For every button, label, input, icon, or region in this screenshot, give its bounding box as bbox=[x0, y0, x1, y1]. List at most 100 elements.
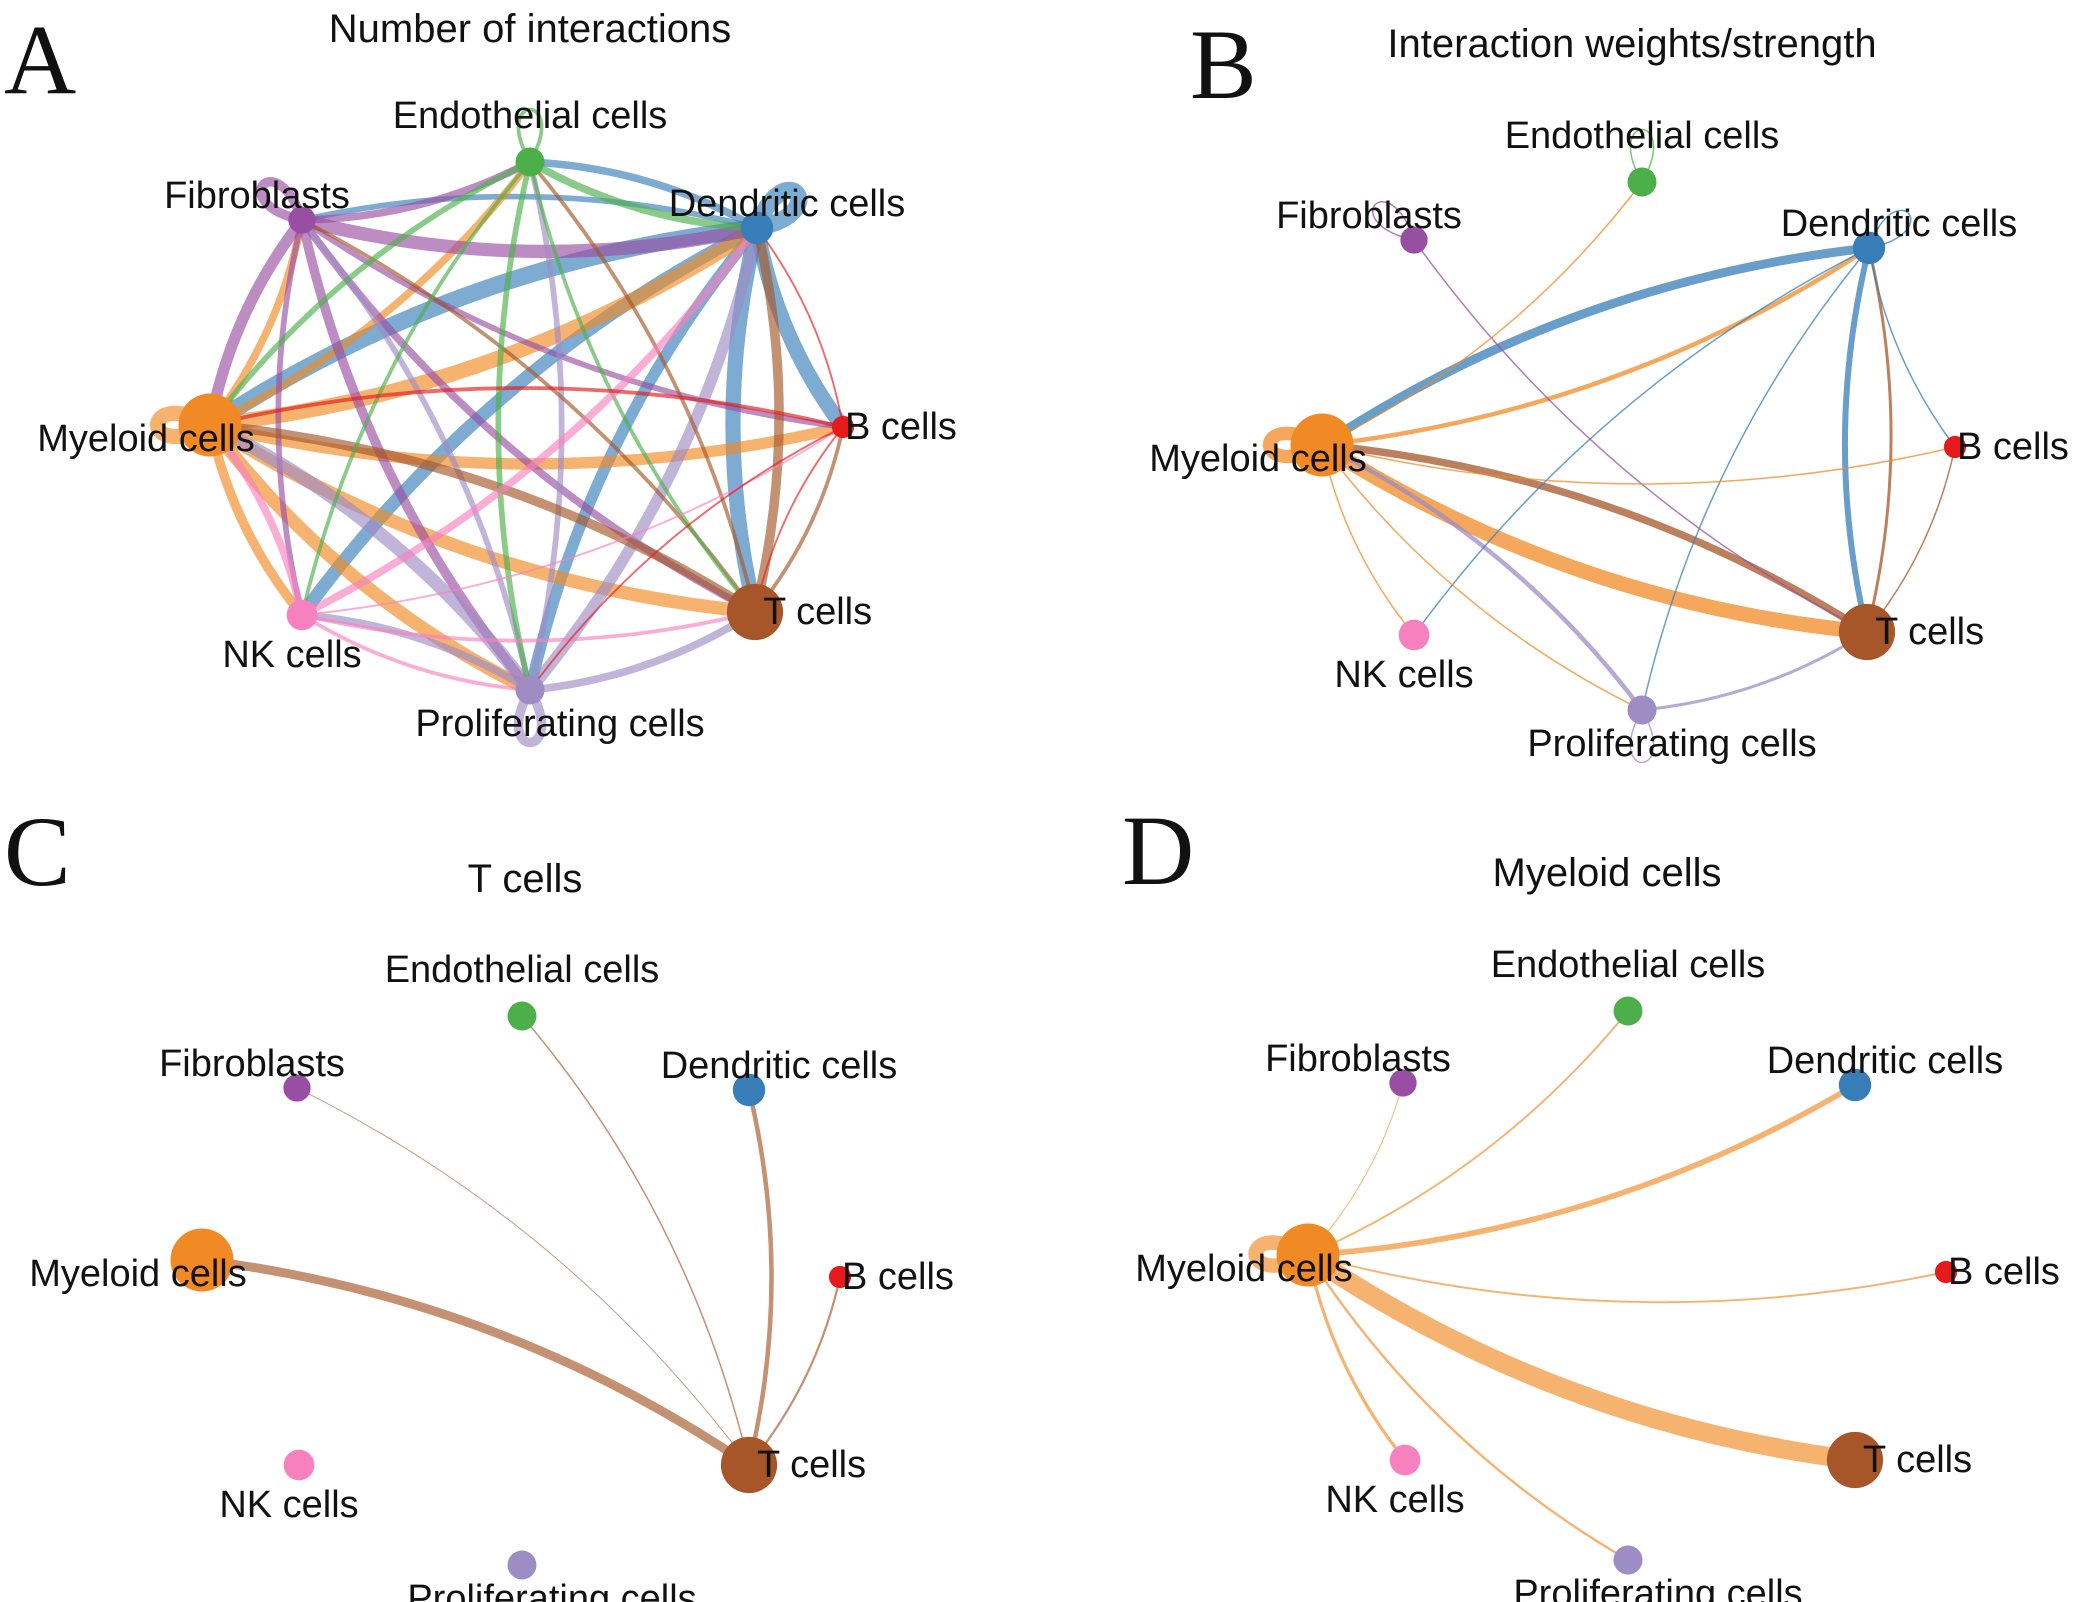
node-label-nk: NK cells bbox=[1325, 1479, 1464, 1521]
panel-letter: C bbox=[4, 796, 71, 907]
node-myeloid bbox=[1290, 413, 1354, 477]
edge-dc-to-prolif bbox=[1641, 247, 1870, 711]
node-dc bbox=[740, 211, 774, 245]
edge-myeloid-to-b bbox=[1321, 444, 1956, 485]
node-label-t: T cells bbox=[1863, 1439, 1972, 1481]
edge-dc-to-endo bbox=[526, 158, 761, 232]
edge-t-to-endo bbox=[528, 160, 757, 614]
panel-title: Myeloid cells bbox=[1493, 851, 1722, 895]
node-label-b: B cells bbox=[845, 406, 957, 448]
node-fib bbox=[1400, 226, 1428, 254]
node-label-fib: Fibroblasts bbox=[159, 1043, 345, 1085]
edge-t-to-dc bbox=[750, 223, 784, 617]
node-label-dc: Dendritic cells bbox=[669, 183, 906, 225]
edge-myeloid-to-t bbox=[1314, 437, 1875, 640]
edge-endo-to-nk bbox=[300, 160, 532, 617]
node-endo bbox=[1613, 996, 1643, 1026]
node-endo bbox=[1627, 167, 1657, 197]
node-myeloid bbox=[170, 1228, 234, 1292]
node-nk bbox=[286, 599, 318, 631]
node-myeloid bbox=[178, 393, 242, 457]
edge-dc-to-myeloid bbox=[1317, 243, 1874, 450]
edge-myeloid-to-prolif bbox=[1321, 444, 1643, 711]
node-label-endo: Endothelial cells bbox=[385, 949, 660, 991]
edge-t-to-b bbox=[1866, 446, 1956, 633]
node-t bbox=[720, 1436, 778, 1494]
node-nk bbox=[1389, 1444, 1421, 1476]
node-label-myeloid: Myeloid cells bbox=[1149, 438, 1367, 480]
edge-t-to-myeloid bbox=[205, 420, 760, 617]
panel-letter: D bbox=[1122, 795, 1194, 906]
node-t bbox=[1838, 603, 1896, 661]
node-label-prolif: Proliferating cells bbox=[407, 1578, 696, 1602]
node-label-b: B cells bbox=[1957, 426, 2069, 468]
edges bbox=[1248, 1010, 1947, 1562]
edge-fib-to-fib bbox=[1372, 201, 1415, 241]
edges bbox=[197, 1015, 842, 1470]
edge-endo-to-myeloid bbox=[207, 159, 533, 428]
node-label-nk: NK cells bbox=[222, 634, 361, 676]
node-nk bbox=[283, 1449, 315, 1481]
node-label-fib: Fibroblasts bbox=[1276, 195, 1462, 237]
edge-prolif-to-dc bbox=[524, 222, 763, 696]
edge-t-to-myeloid bbox=[197, 1255, 754, 1470]
edge-nk-to-prolif bbox=[300, 613, 532, 692]
panel-letter: A bbox=[4, 4, 76, 115]
edge-t-to-b bbox=[747, 1275, 842, 1467]
edge-myeloid-to-prolif bbox=[1306, 1253, 1630, 1562]
edge-endo-to-dc bbox=[526, 158, 761, 232]
nodes bbox=[178, 147, 855, 705]
node-label-prolif: Proliferating cells bbox=[1513, 1573, 1802, 1602]
edge-endo-to-prolif bbox=[495, 159, 533, 693]
edge-fib-to-t bbox=[1413, 239, 1868, 633]
edge-dc-to-b bbox=[1868, 247, 1956, 448]
edge-prolif-to-t bbox=[526, 608, 759, 694]
edge-fib-to-dc bbox=[295, 213, 764, 259]
node-label-b: B cells bbox=[1948, 1251, 2060, 1293]
edge-myeloid-to-dc bbox=[202, 220, 765, 433]
node-fib bbox=[283, 1074, 311, 1102]
node-label-b: B cells bbox=[842, 1256, 954, 1298]
node-label-nk: NK cells bbox=[1334, 654, 1473, 696]
edge-myeloid-to-dc bbox=[1305, 1082, 1858, 1258]
nodes bbox=[1290, 167, 1967, 725]
edge-b-to-prolif bbox=[529, 426, 844, 691]
panel-letter: B bbox=[1190, 9, 1257, 120]
edge-endo-to-endo bbox=[516, 107, 544, 164]
node-label-endo: Endothelial cells bbox=[1505, 115, 1780, 157]
node-label-t: T cells bbox=[763, 591, 872, 633]
node-label-prolif: Proliferating cells bbox=[415, 703, 704, 745]
node-dc bbox=[1852, 231, 1886, 265]
edge-t-to-endo bbox=[521, 1015, 750, 1466]
edge-prolif-to-prolif bbox=[1629, 709, 1655, 764]
node-b bbox=[1934, 1260, 1958, 1284]
edge-t-to-fib bbox=[296, 1087, 750, 1466]
edge-fib-to-fib bbox=[256, 177, 307, 225]
node-prolif bbox=[1613, 1545, 1643, 1575]
node-fib bbox=[1389, 1069, 1417, 1097]
node-label-myeloid: Myeloid cells bbox=[37, 418, 255, 460]
node-label-endo: Endothelial cells bbox=[1491, 944, 1766, 986]
edge-t-to-dc bbox=[746, 1087, 774, 1468]
edge-t-to-myeloid bbox=[1318, 441, 1871, 636]
edge-dc-to-dc bbox=[1868, 209, 1912, 249]
panel-title: T cells bbox=[468, 857, 583, 901]
node-prolif bbox=[1627, 695, 1657, 725]
node-dc bbox=[732, 1073, 766, 1107]
edge-myeloid-to-t bbox=[1298, 1245, 1865, 1470]
node-endo bbox=[515, 147, 545, 177]
edge-endo-to-t bbox=[528, 160, 757, 614]
edge-t-to-dc bbox=[1865, 246, 1893, 634]
edge-myeloid-to-dc bbox=[1319, 245, 1872, 448]
node-label-dc: Dendritic cells bbox=[661, 1045, 898, 1087]
node-label-myeloid: Myeloid cells bbox=[1135, 1248, 1353, 1290]
edge-prolif-to-myeloid bbox=[203, 418, 537, 697]
edge-b-to-myeloid bbox=[208, 386, 845, 429]
